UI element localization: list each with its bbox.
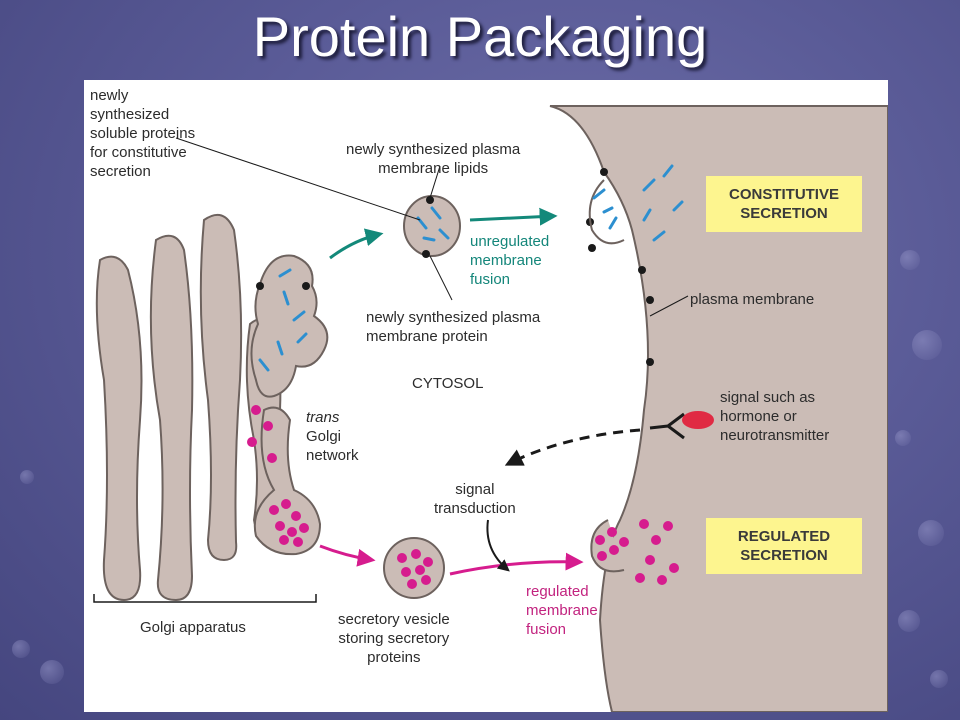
pointer-soluble-proteins <box>175 137 421 221</box>
background-bubble <box>912 330 942 360</box>
golgi-cisterna <box>199 213 243 562</box>
label-golgi-apparatus: Golgi apparatus <box>140 619 246 636</box>
secretory-vesicle <box>383 537 445 599</box>
background-bubble <box>895 430 911 446</box>
arrow-vesicle-to-membrane <box>469 207 558 226</box>
background-bubble <box>918 520 944 546</box>
arrow-golgi-to-secretory-vesicle <box>319 544 376 567</box>
background-bubble <box>20 470 34 484</box>
golgi-bracket <box>93 594 317 603</box>
background-bubble <box>40 660 64 684</box>
label-membrane-protein: newly synthesized plasma membrane protei… <box>366 309 541 345</box>
slide-title: Protein Packaging <box>252 5 708 68</box>
membrane-lipid-dots <box>586 168 654 366</box>
trans-golgi-network <box>250 254 329 398</box>
tgn-proteins <box>258 268 308 372</box>
constitutive-secretion-box: CONSTITUTIVE SECRETION <box>706 176 862 232</box>
golgi-cisterna <box>149 234 194 602</box>
regulated-secretion-box: REGULATED SECRETION <box>706 518 862 574</box>
arrow-tgn-to-vesicle <box>329 228 384 260</box>
signal-dashed-arrow <box>504 428 641 466</box>
label-unregulated-fusion: unregulated membrane fusion <box>470 233 550 288</box>
signal-transduction-arrow <box>486 519 510 572</box>
label-cytosol: CYTOSOL <box>412 375 484 392</box>
pointer-membrane-protein <box>429 255 453 301</box>
background-bubble <box>930 670 948 688</box>
label-membrane-lipids: newly synthesized plasma membrane lipids <box>346 141 521 177</box>
regulated-bud <box>253 406 322 556</box>
arrow-secretory-vesicle-to-membrane <box>449 552 584 576</box>
pointer-plasma-membrane <box>649 295 689 317</box>
background-bubble <box>12 640 30 658</box>
label-plasma-membrane: plasma membrane <box>690 291 815 308</box>
label-trans-golgi: trans Golgi network <box>306 409 359 464</box>
label-secretory-vesicle: secretory vesicle storing secretory prot… <box>338 611 450 666</box>
receptor <box>649 412 685 440</box>
signal-molecule <box>682 411 714 429</box>
tgn-secretory-granules <box>247 405 309 547</box>
background-bubble <box>898 610 920 632</box>
golgi-cisterna <box>95 255 143 602</box>
label-signal: signal such as hormone or neurotransmitt… <box>720 389 830 444</box>
vesicle-granules <box>397 549 433 589</box>
label-signal-transduction: signal transduction <box>434 481 516 517</box>
constitutive-vesicle <box>403 195 461 257</box>
constitutive-fusion-pocket <box>588 179 625 245</box>
label-regulated-fusion: regulated membrane fusion <box>526 583 598 638</box>
protein-packaging-figure: newly synthesized soluble proteins for c… <box>84 80 888 712</box>
released-granules <box>595 519 679 585</box>
background-bubble <box>900 250 920 270</box>
label-soluble-proteins: newly synthesized soluble proteins for c… <box>90 87 196 180</box>
pointer-membrane-lipids <box>429 165 441 199</box>
tgn-lipid-dots <box>256 282 310 290</box>
vesicle-lipid-dots <box>422 196 434 258</box>
secreted-proteins <box>592 164 684 242</box>
